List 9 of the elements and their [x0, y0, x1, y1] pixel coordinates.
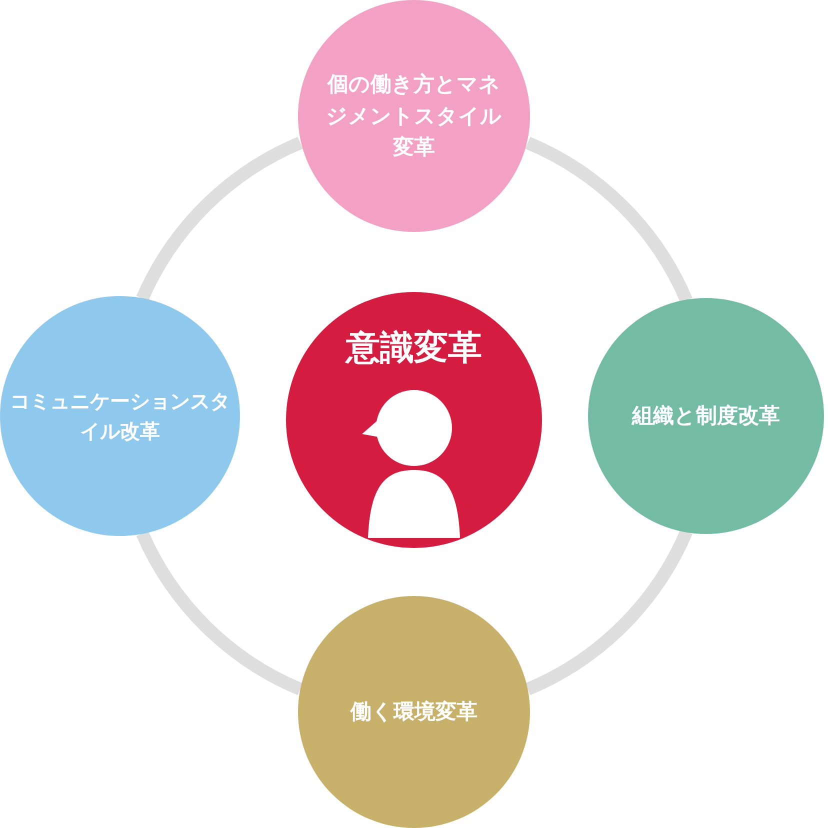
node-label: コミュニケーションスタイル改革: [9, 388, 231, 445]
node-label: 意識変革: [344, 326, 483, 370]
node-label: 個の働き方とマネジメントスタイル変革: [325, 70, 503, 161]
node-label: 組織と制度改革: [630, 402, 781, 430]
ring-arc: [136, 136, 304, 302]
ring-arc: [524, 136, 692, 304]
ring-arc: [524, 528, 692, 696]
ring-arc: [136, 530, 304, 696]
node-label: 働く環境変革: [349, 698, 478, 726]
